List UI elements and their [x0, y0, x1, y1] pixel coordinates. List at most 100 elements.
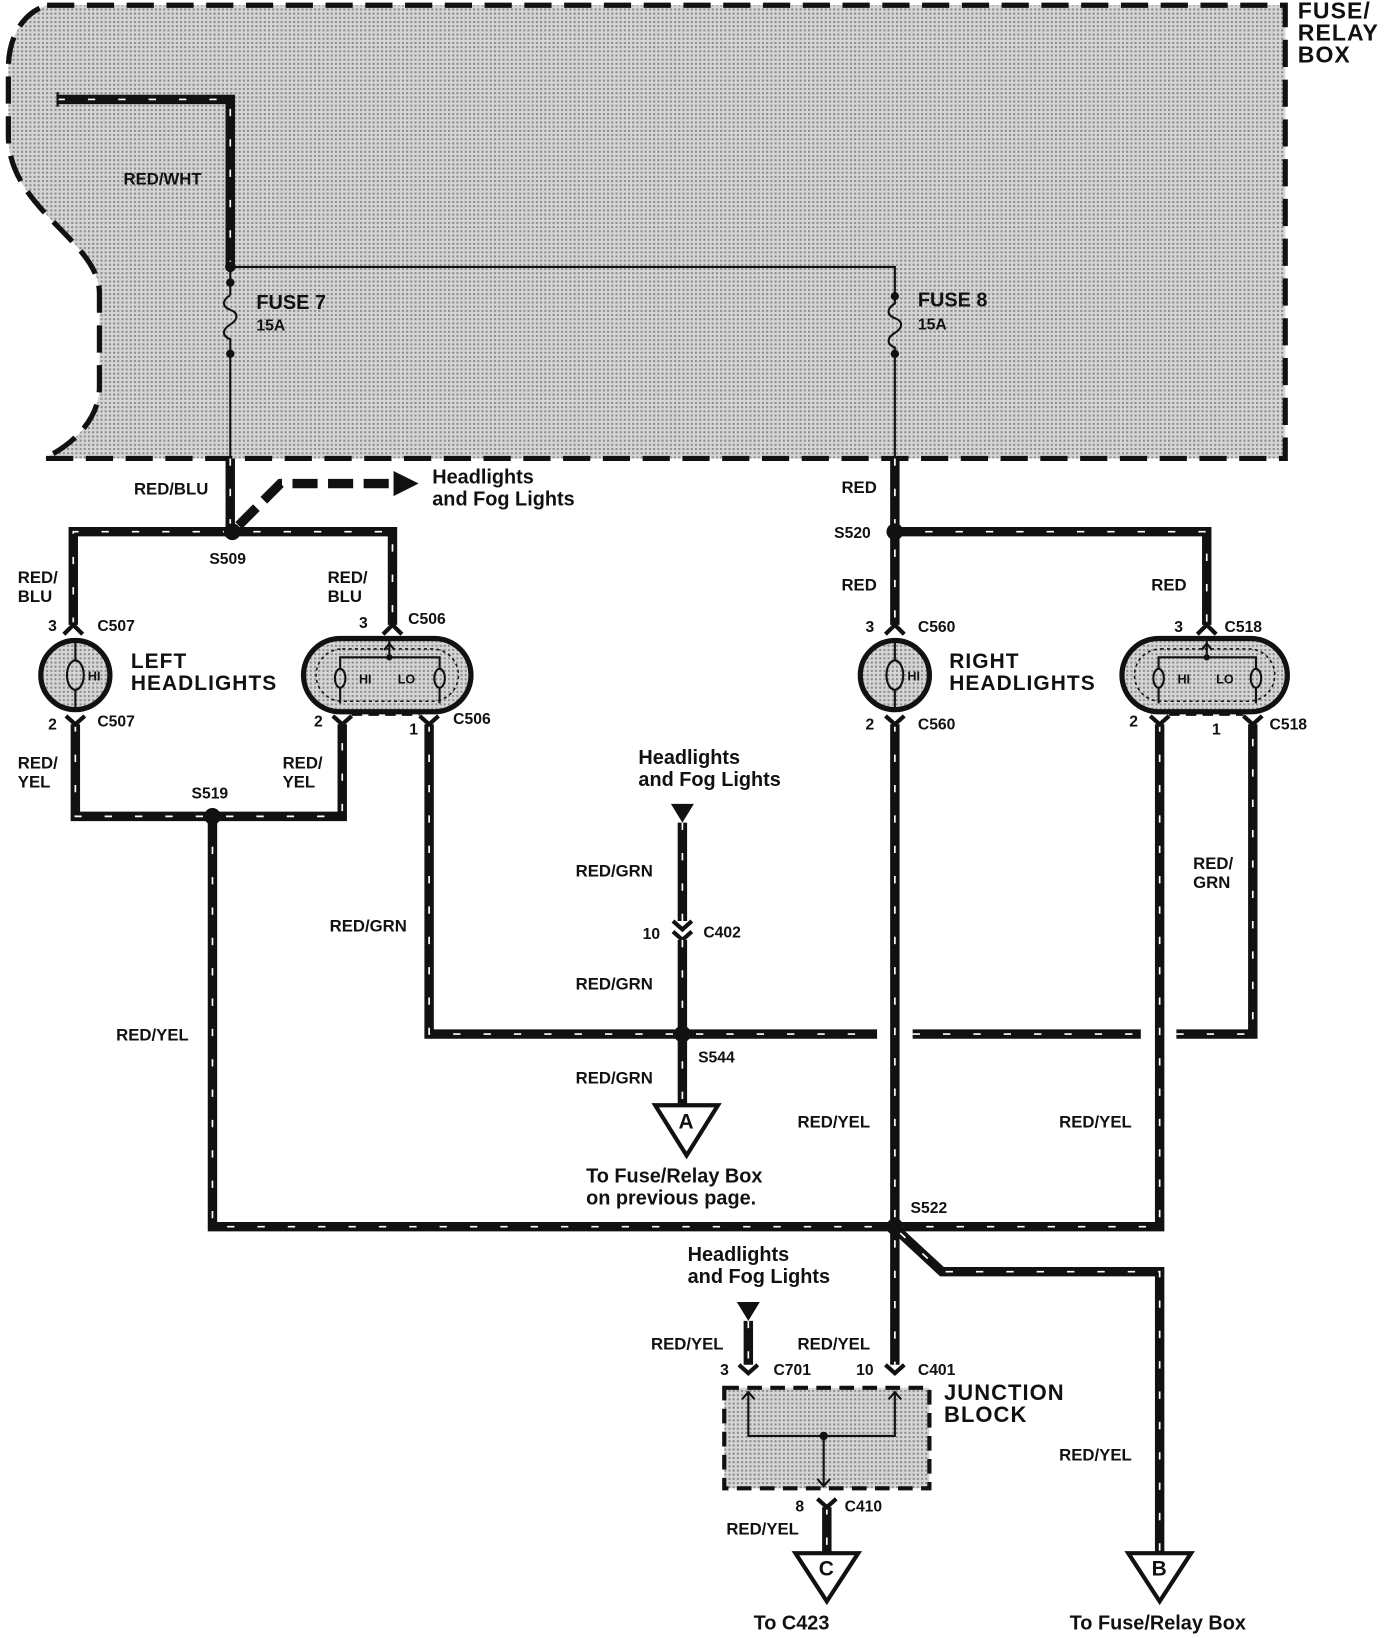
bulb-housing [857, 637, 933, 713]
right-hi-bulb: HI [857, 637, 933, 713]
wire-label: BLU [18, 587, 52, 606]
wire-label: RED [1151, 576, 1186, 595]
pin-number: 10 [643, 926, 661, 943]
wire-label: BLU [328, 587, 362, 606]
connector-pin-mark [883, 621, 906, 636]
wire-red-yel-s519 [207, 816, 895, 1232]
connector-c410-mark [816, 1497, 838, 1510]
connector-id: C518 [1225, 619, 1263, 636]
splice-s509 [223, 523, 241, 541]
wire-label: GRN [1193, 873, 1230, 892]
off-page-letter: A [679, 1111, 695, 1134]
off-page-triangle [791, 1551, 863, 1606]
junction-pin-arrow [816, 1478, 831, 1488]
junction-block-name: JUNCTION [944, 1380, 1065, 1405]
splice-s520 [886, 523, 904, 541]
wire-red-yel-s519-stripe [211, 816, 895, 1228]
bulb-filament [885, 659, 905, 691]
wire-red-grn-right [1176, 724, 1258, 1039]
fuse-7-terminal [226, 349, 235, 358]
right-hi-lo-bulb: HI LO [1119, 635, 1290, 715]
wire-label: RED/GRN [576, 974, 653, 993]
splice-label: S509 [209, 551, 246, 568]
down-arrow-icon [736, 1302, 760, 1321]
fuse-relay-box-title-line: BOX [1298, 42, 1351, 68]
junction-node [819, 1431, 828, 1441]
junction-block: JUNCTION BLOCK [722, 1363, 1065, 1510]
wire-label: RED/YEL [798, 1334, 871, 1353]
fuse-7-element [222, 294, 238, 354]
connector-pin-mark [331, 714, 354, 728]
connector-id: C506 [408, 611, 446, 628]
fuse-8: FUSE 8 15A [887, 290, 987, 459]
off-page-triangle [1124, 1551, 1195, 1606]
wire-label: YEL [18, 772, 51, 791]
connector-id: C410 [845, 1498, 883, 1515]
wire-label: RED/ [283, 753, 323, 772]
bulb-filament [433, 667, 446, 689]
bulb-inner-outline [315, 648, 460, 703]
off-page-triangle [651, 1103, 722, 1160]
bulb-node [1203, 654, 1210, 661]
connector-id: C701 [773, 1362, 811, 1379]
bulb-filament [1152, 667, 1165, 689]
junction-pin-arrow [741, 1390, 756, 1401]
wire-label: RED [841, 576, 876, 595]
wire-red-split [894, 526, 1212, 625]
left-hi-lo-bulb: HI LO [300, 635, 474, 715]
connector-pin-mark [1148, 714, 1171, 728]
bulb-lo-label: LO [398, 673, 416, 687]
connector-id: C560 [918, 716, 956, 733]
connector-id: C518 [1270, 716, 1308, 733]
fuse-7-name: FUSE 7 [256, 292, 326, 314]
bulb-hi-label: HI [359, 673, 372, 687]
fuse-8-rating: 15A [918, 317, 947, 334]
connector-id: C401 [918, 1362, 956, 1379]
connector-id: C507 [97, 713, 135, 730]
bulb-filament [65, 659, 85, 691]
left-headlights-name: HEADLIGHTS [131, 672, 277, 695]
connector-id: C506 [453, 711, 491, 728]
wire-label: RED/YEL [726, 1520, 799, 1539]
connector-pin-mark [884, 714, 906, 728]
fuse-7: FUSE 7 15A [222, 266, 326, 459]
connector-id: C507 [97, 618, 135, 635]
connector-pin-mark [64, 714, 87, 728]
wire-label: RED/ [1193, 854, 1233, 873]
wire-label: RED/GRN [576, 861, 653, 880]
fuse-7-rating: 15A [256, 318, 285, 335]
splice-s544 [674, 1025, 691, 1043]
wire-label: RED [841, 478, 876, 497]
fuse-8-element [887, 296, 903, 354]
bulb-housing [38, 637, 113, 713]
off-page-destination: To Fuse/Relay Box [586, 1166, 762, 1188]
wire-red-blu-split-stripe [72, 530, 394, 625]
pin-number: 1 [1212, 722, 1221, 739]
connector-id: C402 [703, 925, 741, 942]
circuit-ref: and Fog Lights [688, 1266, 830, 1288]
off-page-connector-b: B To Fuse/Relay Box [1070, 1551, 1246, 1635]
wire-label: RED/ [18, 753, 58, 772]
splice-label: S520 [834, 525, 871, 542]
off-page-destination: To C423 [754, 1613, 830, 1635]
fuse-bus-thin [230, 265, 896, 297]
wire-red-yel-right-lo-stripe [894, 724, 1161, 1228]
bulb-node [386, 654, 393, 661]
pin-number: 1 [409, 722, 418, 739]
connector-c402-mark [671, 919, 694, 943]
bulb-hi-label: HI [1177, 673, 1190, 687]
wire-label: RED/GRN [576, 1069, 653, 1088]
wire-label: RED/WHT [124, 169, 203, 188]
wire-red-grn-left-stripe [428, 724, 878, 1035]
wire-label: RED/YEL [1059, 1112, 1132, 1131]
pin-number: 10 [856, 1362, 874, 1379]
connector-pin-mark [62, 621, 85, 636]
junction-block-name: BLOCK [944, 1402, 1027, 1427]
pin-number: 3 [359, 615, 368, 632]
pin-number: 3 [1174, 619, 1183, 636]
circuit-ref: and Fog Lights [432, 489, 574, 511]
bulb-pin-arrow [383, 642, 396, 651]
right-headlights-name: HEADLIGHTS [949, 672, 1095, 695]
connector-pin-mark [418, 714, 440, 728]
fuse-relay-box-title: FUSE/ RELAY BOX [1298, 0, 1378, 68]
